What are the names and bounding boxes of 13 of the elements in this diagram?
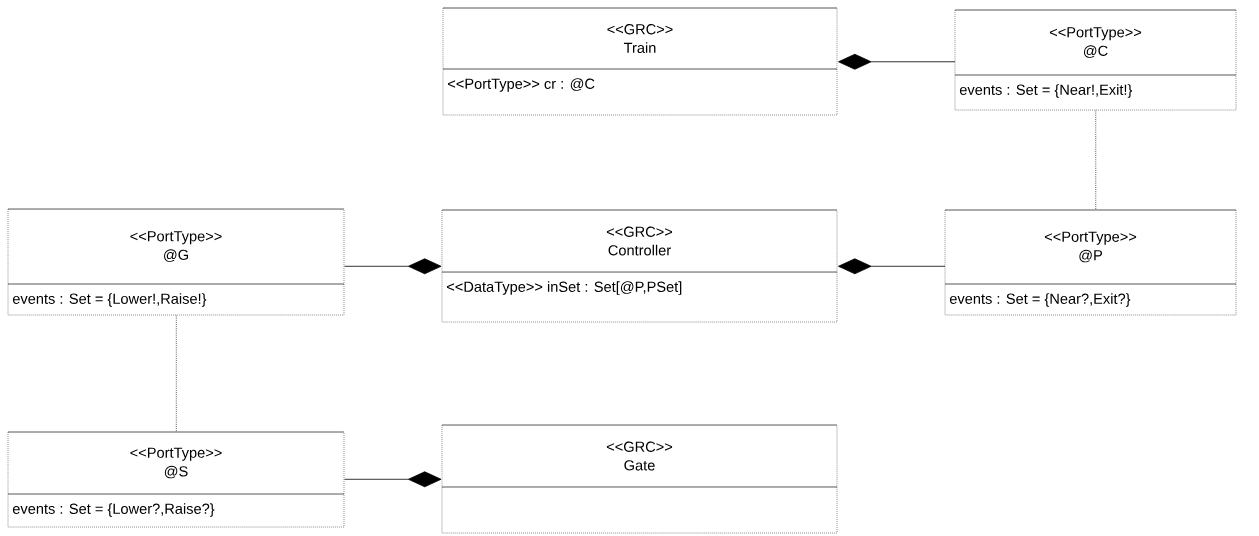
class-box: <<PortType>> @G events : Set = {Lower!,Raise!} [7,208,345,316]
class-box: <<GRC>> Train <<PortType>> cr : @C [442,7,838,116]
class-box: <<PortType>> @P events : Set = {Near?,Exit?} [944,209,1237,316]
composition-line [344,258,442,275]
association-line [1095,110,1097,211]
class-box: <<GRC>> Controller <<DataType>> inSet : Set[@P,PSet] [441,209,838,323]
class-box: <<PortType>> @S events : Set = {Lower?,Raise?} [7,431,345,528]
class-box: <<GRC>> Gate [441,424,838,534]
class-box: <<PortType>> @C events : Set = {Near!,Exit!} [954,9,1237,111]
composition-line [838,258,946,275]
composition-line [344,471,442,488]
association-line [175,315,177,433]
composition-line [838,53,956,70]
